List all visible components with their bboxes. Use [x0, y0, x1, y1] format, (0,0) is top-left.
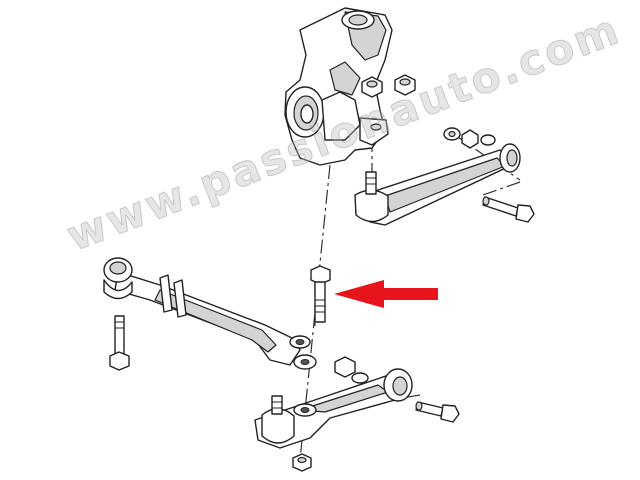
upper-control-arm — [354, 143, 521, 226]
highlighted-bolt — [310, 265, 331, 323]
upper-arm-bolt — [482, 196, 535, 223]
hub-nut-2 — [394, 74, 416, 96]
red-arrow-icon — [334, 280, 438, 308]
hub-nut-1 — [361, 76, 383, 98]
middle-washers — [289, 335, 317, 370]
left-bolt — [109, 315, 130, 371]
bottom-nut — [292, 453, 312, 472]
lower-arm-bolt — [415, 401, 460, 423]
wheel-hub-carrier — [284, 7, 393, 166]
upper-arm-washers — [443, 127, 496, 149]
middle-link-arm — [103, 257, 301, 366]
lower-nut-washer — [334, 356, 369, 384]
lower-control-arm — [254, 368, 413, 449]
